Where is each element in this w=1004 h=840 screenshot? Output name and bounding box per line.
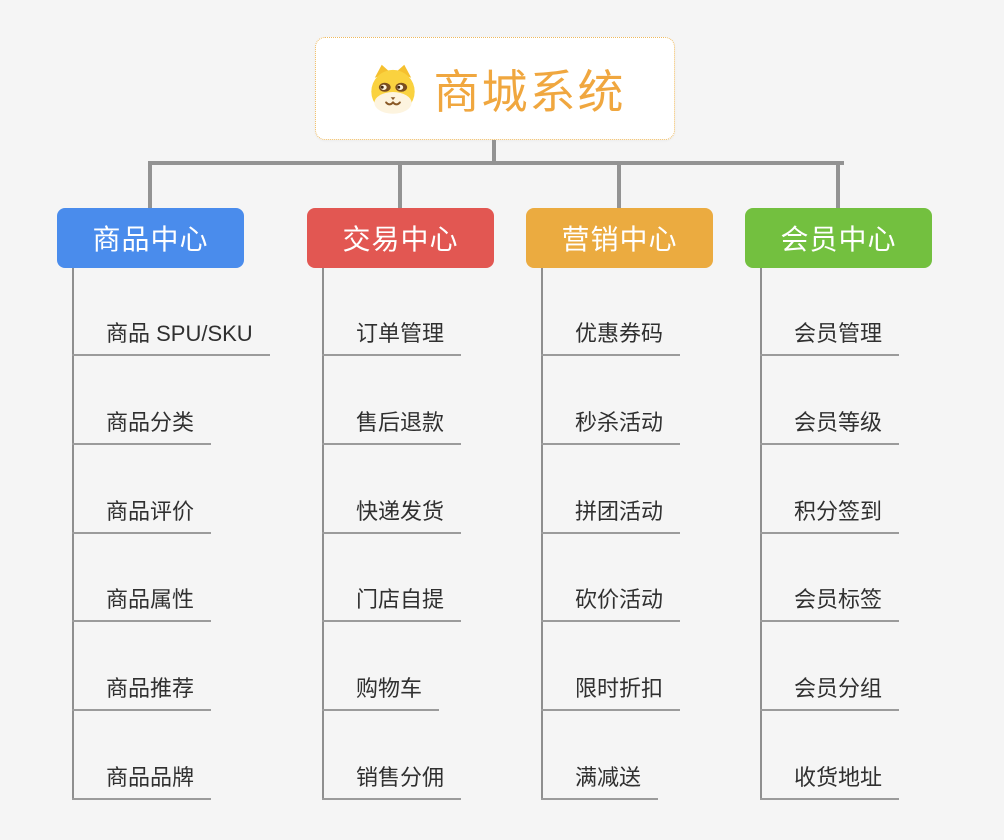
leaf-node[interactable]: 砍价活动	[541, 587, 681, 622]
leaf-node[interactable]: 收货地址	[760, 765, 900, 800]
leaf-node[interactable]: 商品品牌	[72, 765, 212, 800]
leaf-node[interactable]: 售后退款	[322, 410, 462, 445]
leaf-node[interactable]: 拼团活动	[541, 499, 681, 534]
connector-line	[836, 161, 840, 211]
leaf-node[interactable]: 限时折扣	[541, 676, 681, 711]
connector-line	[617, 161, 621, 211]
leaf-node[interactable]: 会员管理	[760, 321, 900, 356]
connector-line	[72, 268, 74, 800]
leaf-node[interactable]: 商品属性	[72, 587, 212, 622]
leaf-node[interactable]: 订单管理	[322, 321, 462, 356]
connector-line	[492, 140, 496, 164]
leaf-node[interactable]: 秒杀活动	[541, 410, 681, 445]
branch-node[interactable]: 交易中心	[307, 208, 494, 268]
branch-node[interactable]: 商品中心	[57, 208, 244, 268]
branch-node[interactable]: 会员中心	[745, 208, 932, 268]
connector-line	[760, 268, 762, 800]
leaf-node[interactable]: 门店自提	[322, 587, 462, 622]
leaf-node[interactable]: 销售分佣	[322, 765, 462, 800]
leaf-node[interactable]: 满减送	[541, 765, 659, 800]
leaf-node[interactable]: 会员等级	[760, 410, 900, 445]
connector-line	[541, 268, 543, 800]
leaf-node[interactable]: 商品推荐	[72, 676, 212, 711]
connector-line	[398, 161, 402, 211]
branch-node[interactable]: 营销中心	[526, 208, 713, 268]
leaf-node[interactable]: 优惠券码	[541, 321, 681, 356]
branch-label: 会员中心	[780, 224, 897, 255]
connector-line	[148, 161, 152, 211]
branch-label: 商品中心	[92, 224, 209, 255]
leaf-node[interactable]: 商品分类	[72, 410, 212, 445]
branch-label: 营销中心	[561, 224, 678, 255]
leaf-node[interactable]: 积分签到	[760, 499, 900, 534]
shiba-dog-icon	[365, 63, 421, 115]
leaf-node[interactable]: 快递发货	[322, 499, 462, 534]
leaf-node[interactable]: 购物车	[322, 676, 440, 711]
connector-line	[148, 161, 844, 165]
branch-label: 交易中心	[342, 224, 459, 255]
leaf-node[interactable]: 商品 SPU/SKU	[72, 321, 270, 356]
root-title: 商城系统	[433, 65, 626, 118]
root-node[interactable]: 商城系统	[315, 37, 675, 140]
leaf-node[interactable]: 商品评价	[72, 499, 212, 534]
leaf-node[interactable]: 会员标签	[760, 587, 900, 622]
connector-line	[322, 268, 324, 800]
leaf-node[interactable]: 会员分组	[760, 676, 900, 711]
